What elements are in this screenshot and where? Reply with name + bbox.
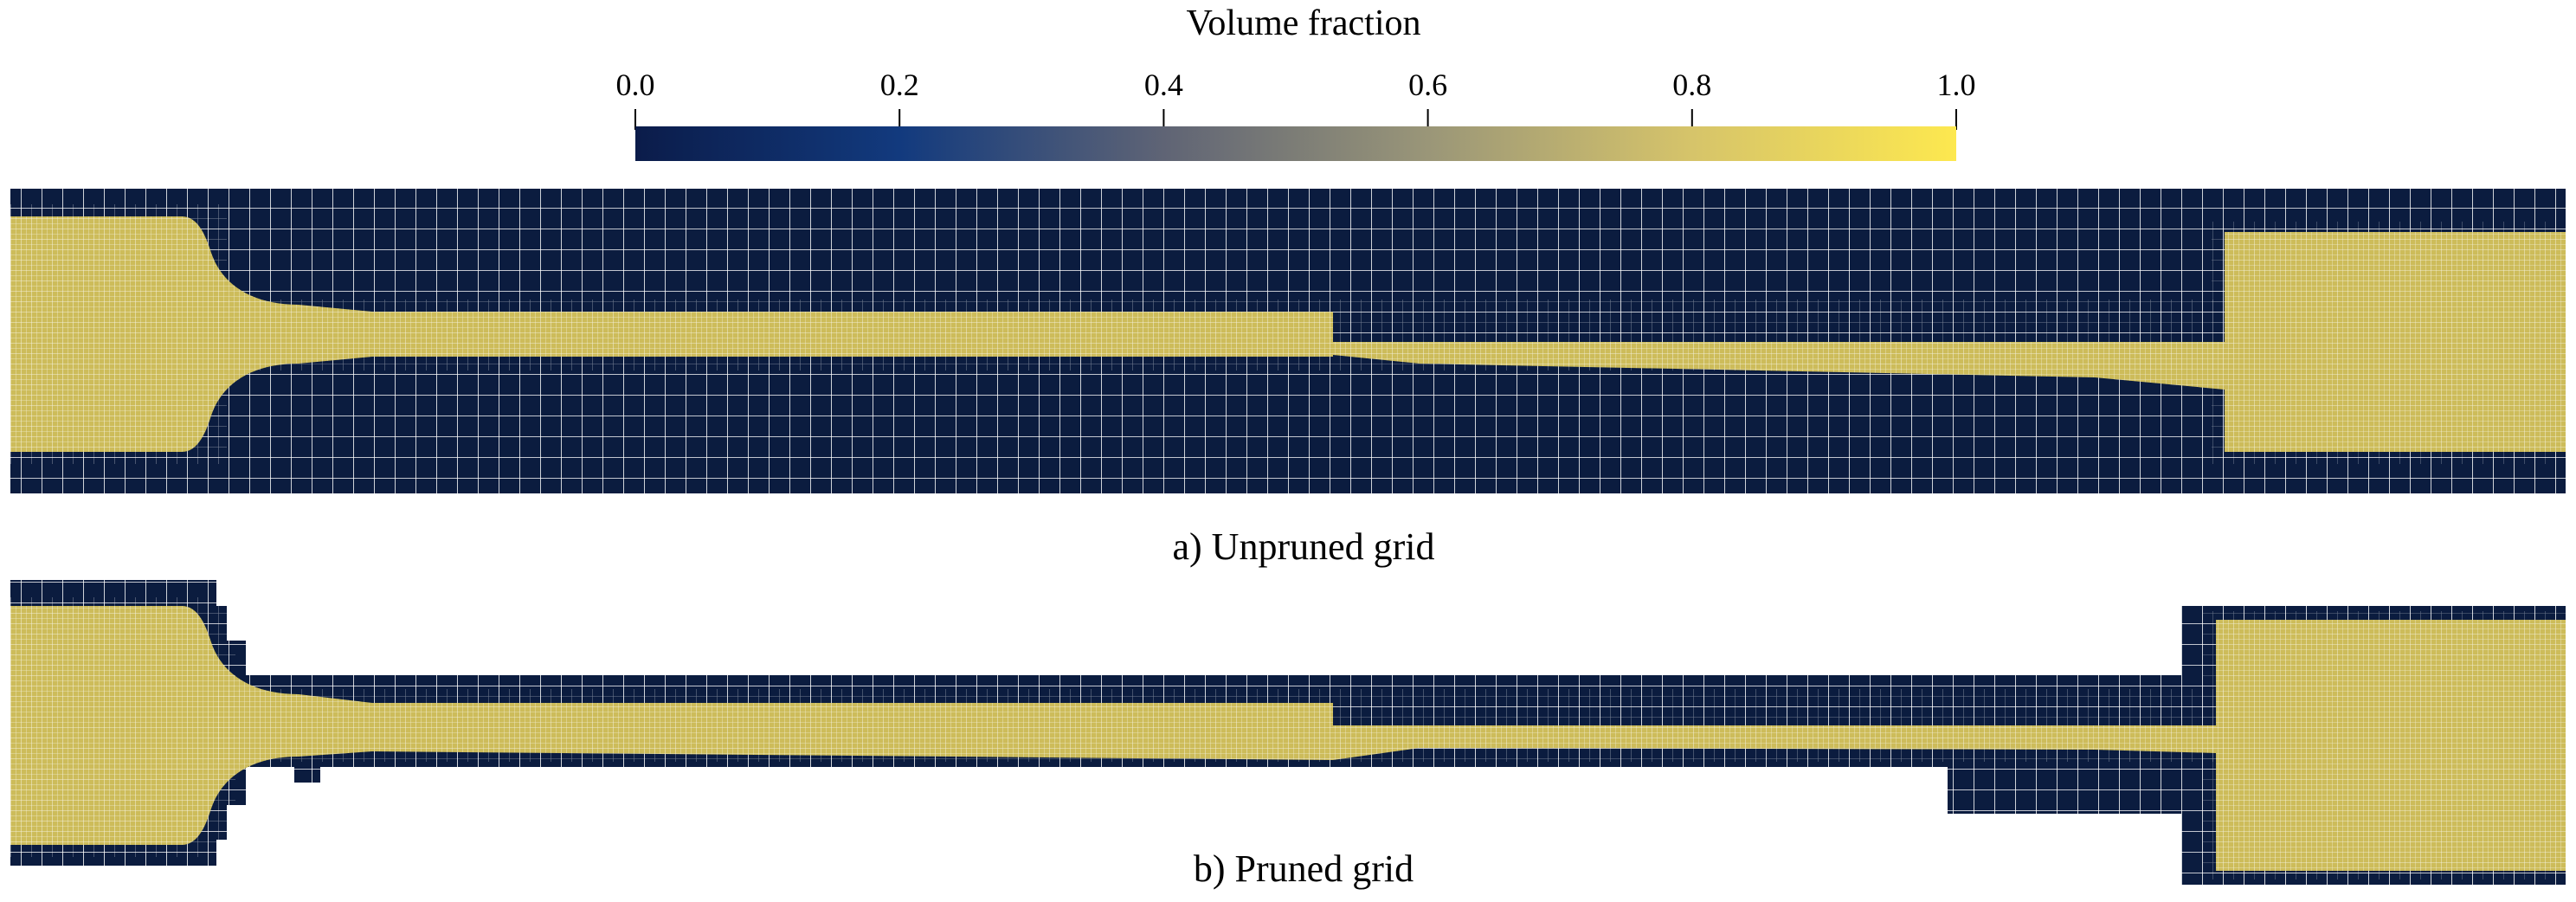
colorbar-ticks: 0.0 0.2 0.4 0.6 0.8 1.0 (616, 68, 1976, 130)
mesh-medium-right (2203, 611, 2566, 879)
colorbar-tick-label: 0.8 (1672, 68, 1711, 102)
colorbar-tick-label: 0.6 (1408, 68, 1447, 102)
colorbar-tick-label: 0.4 (1144, 68, 1183, 102)
colorbar-tick-label: 1.0 (1937, 68, 1976, 102)
mesh-medium-channel (216, 300, 2233, 370)
panel-pruned (10, 580, 2566, 885)
colorbar-title: Volume fraction (1187, 3, 1421, 43)
panel-unpruned (10, 189, 2566, 493)
mesh-medium-left (10, 597, 235, 857)
mesh-medium-channel (216, 689, 2233, 762)
panel-unpruned-caption: a) Unpruned grid (1172, 525, 1434, 568)
colorbar: Volume fraction 0.0 0.2 0.4 0.6 0.8 1.0 (616, 3, 1976, 161)
panel-pruned-caption: b) Pruned grid (1194, 847, 1414, 890)
mesh-medium-left (10, 204, 227, 464)
colorbar-bar (635, 126, 1956, 161)
mesh-medium-right (2212, 222, 2566, 464)
colorbar-tick-label: 0.0 (616, 68, 655, 102)
colorbar-tick-label: 0.2 (880, 68, 919, 102)
